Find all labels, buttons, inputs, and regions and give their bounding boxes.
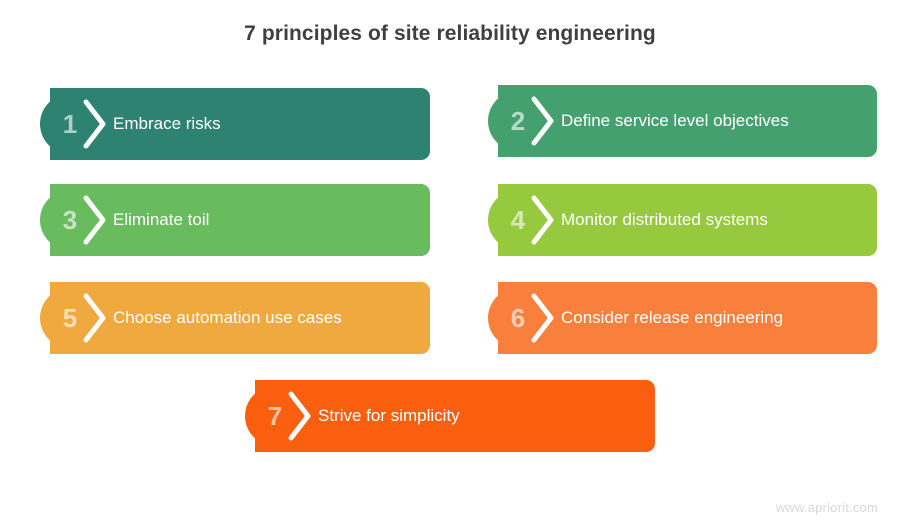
page-title: 7 principles of site reliability enginee… — [244, 22, 656, 45]
principle-card[interactable]: 2 Define service level objectives — [468, 85, 877, 157]
principle-label: Consider release engineering — [561, 308, 784, 327]
principle-number: 1 — [62, 109, 78, 139]
principle-bar — [78, 184, 430, 256]
principle-card[interactable]: 4 Monitor distributed systems — [468, 184, 877, 256]
principle-label: Eliminate toil — [113, 210, 210, 229]
principle-number: 3 — [62, 205, 78, 235]
principle-number-circle: 2 — [488, 91, 548, 151]
principle-number: 2 — [510, 106, 526, 136]
principle-bar — [526, 184, 877, 256]
principle-number: 6 — [510, 303, 526, 333]
principle-number-circle: 3 — [40, 190, 100, 250]
footer-watermark: www.apriorit.com — [775, 500, 878, 515]
principle-number-circle: 7 — [245, 386, 305, 446]
principle-label: Choose automation use cases — [113, 308, 342, 327]
principle-number-circle: 5 — [40, 288, 100, 348]
principle-label: Monitor distributed systems — [561, 210, 768, 229]
principle-card[interactable]: 6 Consider release engineering — [468, 282, 877, 354]
principle-number-circle: 6 — [488, 288, 548, 348]
principle-bar — [78, 88, 430, 160]
principle-card[interactable]: 3 Eliminate toil — [20, 184, 430, 256]
principle-label: Embrace risks — [113, 114, 221, 133]
principle-card[interactable]: 5 Choose automation use cases — [20, 282, 430, 354]
principle-bar — [78, 282, 430, 354]
principle-bar — [526, 85, 877, 157]
principle-number: 7 — [267, 401, 283, 431]
principle-label: Define service level objectives — [561, 111, 789, 130]
principle-number-circle: 4 — [488, 190, 548, 250]
principle-bar — [526, 282, 877, 354]
principle-number: 5 — [62, 303, 78, 333]
principle-label: Strive for simplicity — [318, 406, 460, 425]
principle-card[interactable]: 7 Strive for simplicity — [245, 380, 655, 452]
principle-number: 4 — [510, 205, 526, 235]
principle-card[interactable]: 1 Embrace risks — [20, 88, 430, 160]
principle-number-circle: 1 — [40, 94, 100, 154]
principle-bar — [283, 380, 655, 452]
